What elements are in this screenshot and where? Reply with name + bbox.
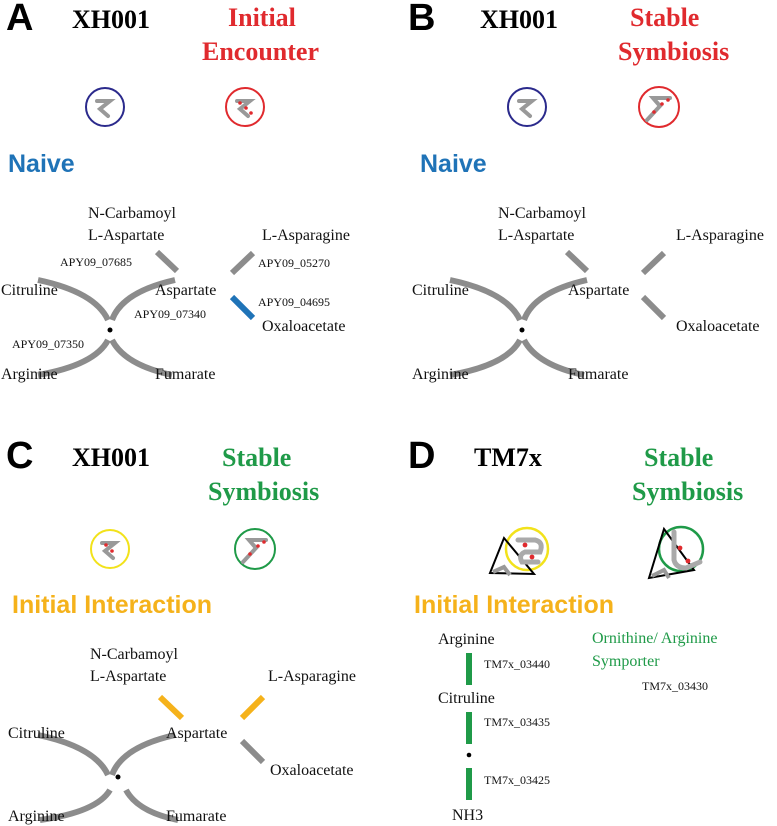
metabolite-arginine-d: Arginine xyxy=(438,631,495,648)
condition-line1-b: Stable xyxy=(630,3,699,32)
naive-cell-icon-b xyxy=(507,87,547,127)
pathway-a xyxy=(37,249,256,378)
metabolite-fumarate-a: Fumarate xyxy=(155,366,215,383)
metabolite-laspartate-b: L-Aspartate xyxy=(498,227,574,244)
gene-label-04695: APY09_04695 xyxy=(258,295,330,309)
condition-line2-b: Symbiosis xyxy=(618,37,729,66)
pathway-c xyxy=(37,694,266,823)
metabolite-citruline-a: Citruline xyxy=(1,282,58,299)
metabolite-nh3-d: NH3 xyxy=(452,807,483,824)
panel-letter-d: D xyxy=(408,435,435,477)
state-label-d: Initial Interaction xyxy=(414,591,614,619)
metabolite-laspartate-c: L-Aspartate xyxy=(90,668,166,685)
condition-line2-d: Symbiosis xyxy=(632,477,743,506)
metabolite-citruline-d: Citruline xyxy=(438,690,495,707)
panel-a: A XH001 Initial Encounter Naive N-Carbam… xyxy=(1,0,350,383)
metabolite-ncarbamoyl-b: N-Carbamoyl xyxy=(498,205,587,222)
metabolite-asparagine-b: L-Asparagine xyxy=(676,227,764,244)
panel-letter-a: A xyxy=(6,0,33,39)
symbiosis-cell-icon-d xyxy=(647,525,705,580)
panel-b: B XH001 Stable Symbiosis Naive N-Carbamo… xyxy=(408,0,764,383)
gene-label-03435: TM7x_03435 xyxy=(484,715,550,729)
condition-line1-c: Stable xyxy=(222,443,291,472)
metabolite-aspartate-c: Aspartate xyxy=(166,725,227,742)
metabolite-oxaloacetate-c: Oxaloacetate xyxy=(270,762,354,779)
asparagine-step-a xyxy=(229,250,256,276)
metabolite-ncarbamoyl-c: N-Carbamoyl xyxy=(90,646,179,663)
metabolite-arginine-c: Arginine xyxy=(8,808,65,825)
panel-letter-b: B xyxy=(408,0,435,39)
initial-interaction-cell-icon-d xyxy=(488,526,550,577)
metabolite-asparagine-c: L-Asparagine xyxy=(268,668,356,685)
pathway-b xyxy=(449,249,667,378)
metabolite-asparagine-a: L-Asparagine xyxy=(262,227,350,244)
metabolite-arginine-b: Arginine xyxy=(412,366,469,383)
transporter-label-line1: Ornithine/ Arginine xyxy=(592,630,717,647)
metabolite-citruline-b: Citruline xyxy=(412,282,469,299)
oxaloacetate-step-a xyxy=(229,294,256,321)
gene-label-05270: APY09_05270 xyxy=(258,256,330,270)
metabolite-fumarate-b: Fumarate xyxy=(568,366,628,383)
metabolite-aspartate-b: Aspartate xyxy=(568,282,629,299)
step-03435 xyxy=(466,712,472,744)
initial-interaction-cell-icon-c xyxy=(90,529,130,569)
strain-label-b: XH001 xyxy=(480,5,558,34)
gene-label-07685: APY09_07685 xyxy=(60,255,132,269)
metabolite-oxaloacetate-a: Oxaloacetate xyxy=(262,318,346,335)
ncarbamoyl-step-a xyxy=(154,249,180,274)
metabolite-laspartate-a: L-Aspartate xyxy=(88,227,164,244)
arginine-branch-a xyxy=(37,338,111,378)
junction-dot-d xyxy=(466,752,472,758)
state-label-b: Naive xyxy=(420,150,487,178)
pathway-d xyxy=(466,653,472,800)
metabolite-arginine-a: Arginine xyxy=(1,366,58,383)
aspartate-branch-a xyxy=(109,277,176,322)
metabolite-aspartate-a: Aspartate xyxy=(155,282,216,299)
condition-line2-a: Encounter xyxy=(202,37,319,66)
step-03440 xyxy=(466,653,472,685)
gene-label-03430: TM7x_03430 xyxy=(642,679,708,693)
fumarate-branch-a xyxy=(109,338,173,378)
naive-cell-icon-a xyxy=(85,87,125,127)
metabolite-citruline-c: Citruline xyxy=(8,725,65,742)
metabolite-ncarbamoyl-a: N-Carbamoyl xyxy=(88,205,177,222)
condition-line1-d: Stable xyxy=(644,443,713,472)
symbiosis-cell-icon-c xyxy=(234,528,276,570)
strain-label-c: XH001 xyxy=(72,443,150,472)
gene-label-07350: APY09_07350 xyxy=(12,337,84,351)
gene-label-07340: APY09_07340 xyxy=(134,307,206,321)
metabolite-fumarate-c: Fumarate xyxy=(166,808,226,825)
state-label-c: Initial Interaction xyxy=(12,591,212,619)
gene-label-03440: TM7x_03440 xyxy=(484,657,550,671)
interacting-cell-icon-a xyxy=(225,87,265,127)
symbiosis-cell-icon-b xyxy=(638,86,680,128)
panel-d: D TM7x Stable Symbiosis Initial Interact… xyxy=(408,435,743,824)
strain-label-a: XH001 xyxy=(72,5,150,34)
step-03425 xyxy=(466,768,472,800)
condition-line2-c: Symbiosis xyxy=(208,477,319,506)
gene-label-03425: TM7x_03425 xyxy=(484,773,550,787)
panel-letter-c: C xyxy=(6,435,33,477)
junction-dot-a xyxy=(107,327,113,333)
metabolite-oxaloacetate-b: Oxaloacetate xyxy=(676,318,760,335)
panel-c: C XH001 Stable Symbiosis Initial Interac… xyxy=(6,435,356,825)
condition-line1-a: Initial xyxy=(228,3,296,32)
strain-label-d: TM7x xyxy=(474,443,542,472)
citruline-branch-a xyxy=(37,277,111,322)
state-label-a: Naive xyxy=(8,150,75,178)
transporter-label-line2: Symporter xyxy=(592,653,660,670)
